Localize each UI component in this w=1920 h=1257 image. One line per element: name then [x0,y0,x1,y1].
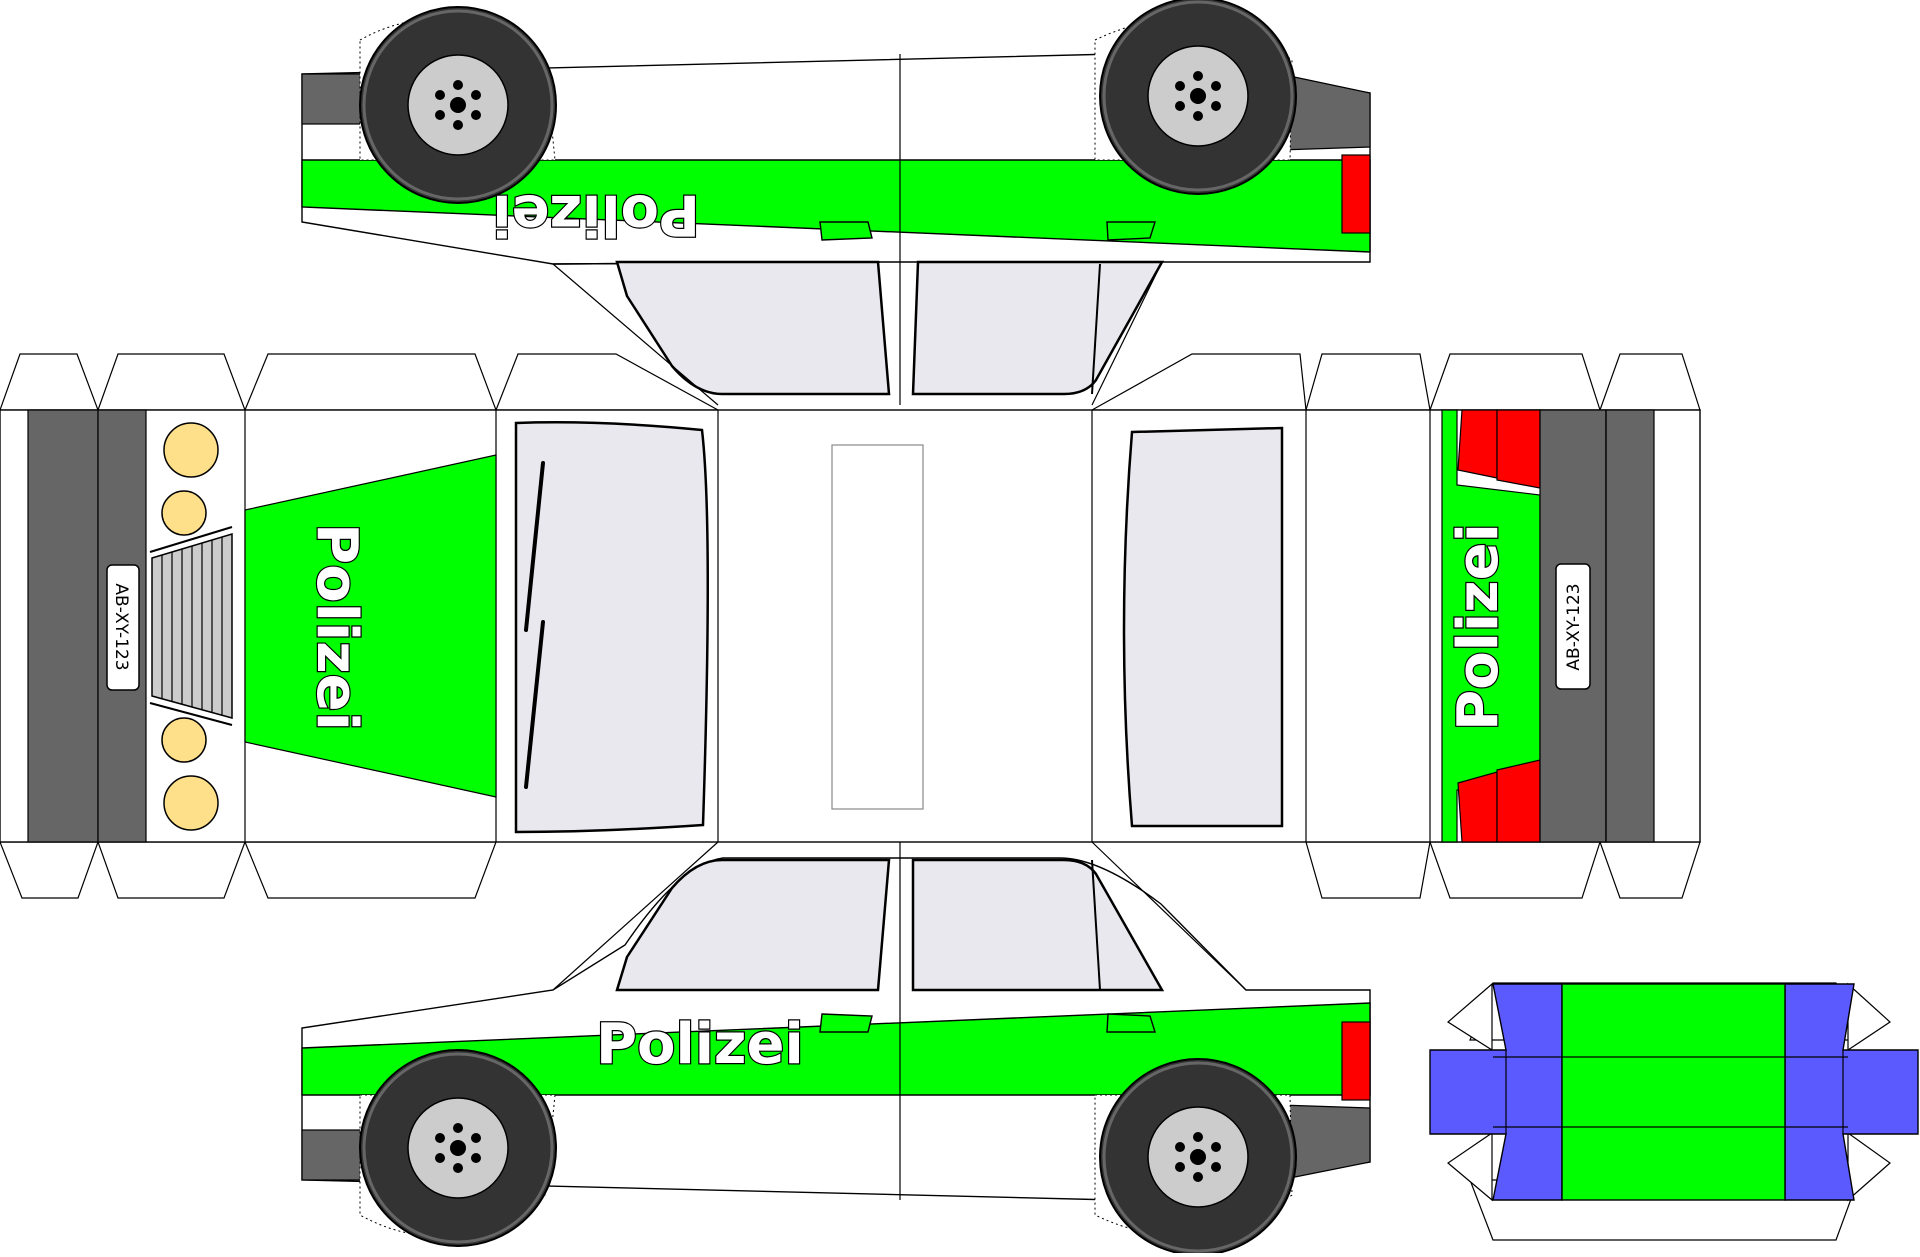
front-bumper-bottom [301,1129,363,1181]
license-plate-front-frame [106,564,140,691]
license-plate-front: AB-XY-123 [111,583,131,670]
headlight-icon [161,490,207,536]
door-handle-4 [1106,1013,1156,1033]
front-bumper-top [301,73,363,125]
base-panel [1429,982,1919,1241]
door-handle-1 [819,221,873,241]
tail-light-icon [1457,409,1541,843]
tail-light-bottom [1341,1021,1371,1101]
glue-tabs-top [0,353,1701,411]
rear-bumper-side [1605,409,1655,843]
grille-icon [149,526,233,726]
glue-tabs-bottom [0,841,1701,899]
green-stripe-top [301,159,1371,253]
rear-window [1122,426,1284,828]
hood-green [244,454,497,798]
polizei-label-bottom: Polizei [596,1012,804,1077]
window-bottom-right [911,858,1165,992]
door-handle-2 [1106,221,1156,241]
polizei-label-hood: Polizei [304,523,369,731]
wheel-icon [359,6,557,204]
polizei-label-top: Polizei [492,182,700,247]
headlight-icon [163,775,219,831]
wheel-icon [1094,1058,1297,1256]
license-plate-rear-frame [1555,563,1591,690]
headlight-icon [163,422,219,478]
body-strip: AB-XY-123 Polizei Polizei AB-XY-123 [0,353,1701,899]
door-handle-3 [819,1013,873,1033]
windshield-wiper-icon [524,461,545,789]
wheel-icon [1094,0,1297,195]
window-top-right [911,260,1165,396]
wheel-icon [359,1049,557,1247]
license-plate-rear: AB-XY-123 [1564,583,1584,670]
front-bumper-face [27,409,99,843]
side-panel-bottom: Polizei [301,841,1371,1256]
window-bottom-left [615,858,891,992]
headlight-icon [161,717,207,763]
tail-light-top [1341,154,1371,234]
windshield [514,421,709,834]
side-panel-top: Polizei [301,0,1371,406]
polizei-label-rear: Polizei [1446,523,1511,731]
roof-panel [831,444,924,810]
window-top-left [615,260,891,396]
